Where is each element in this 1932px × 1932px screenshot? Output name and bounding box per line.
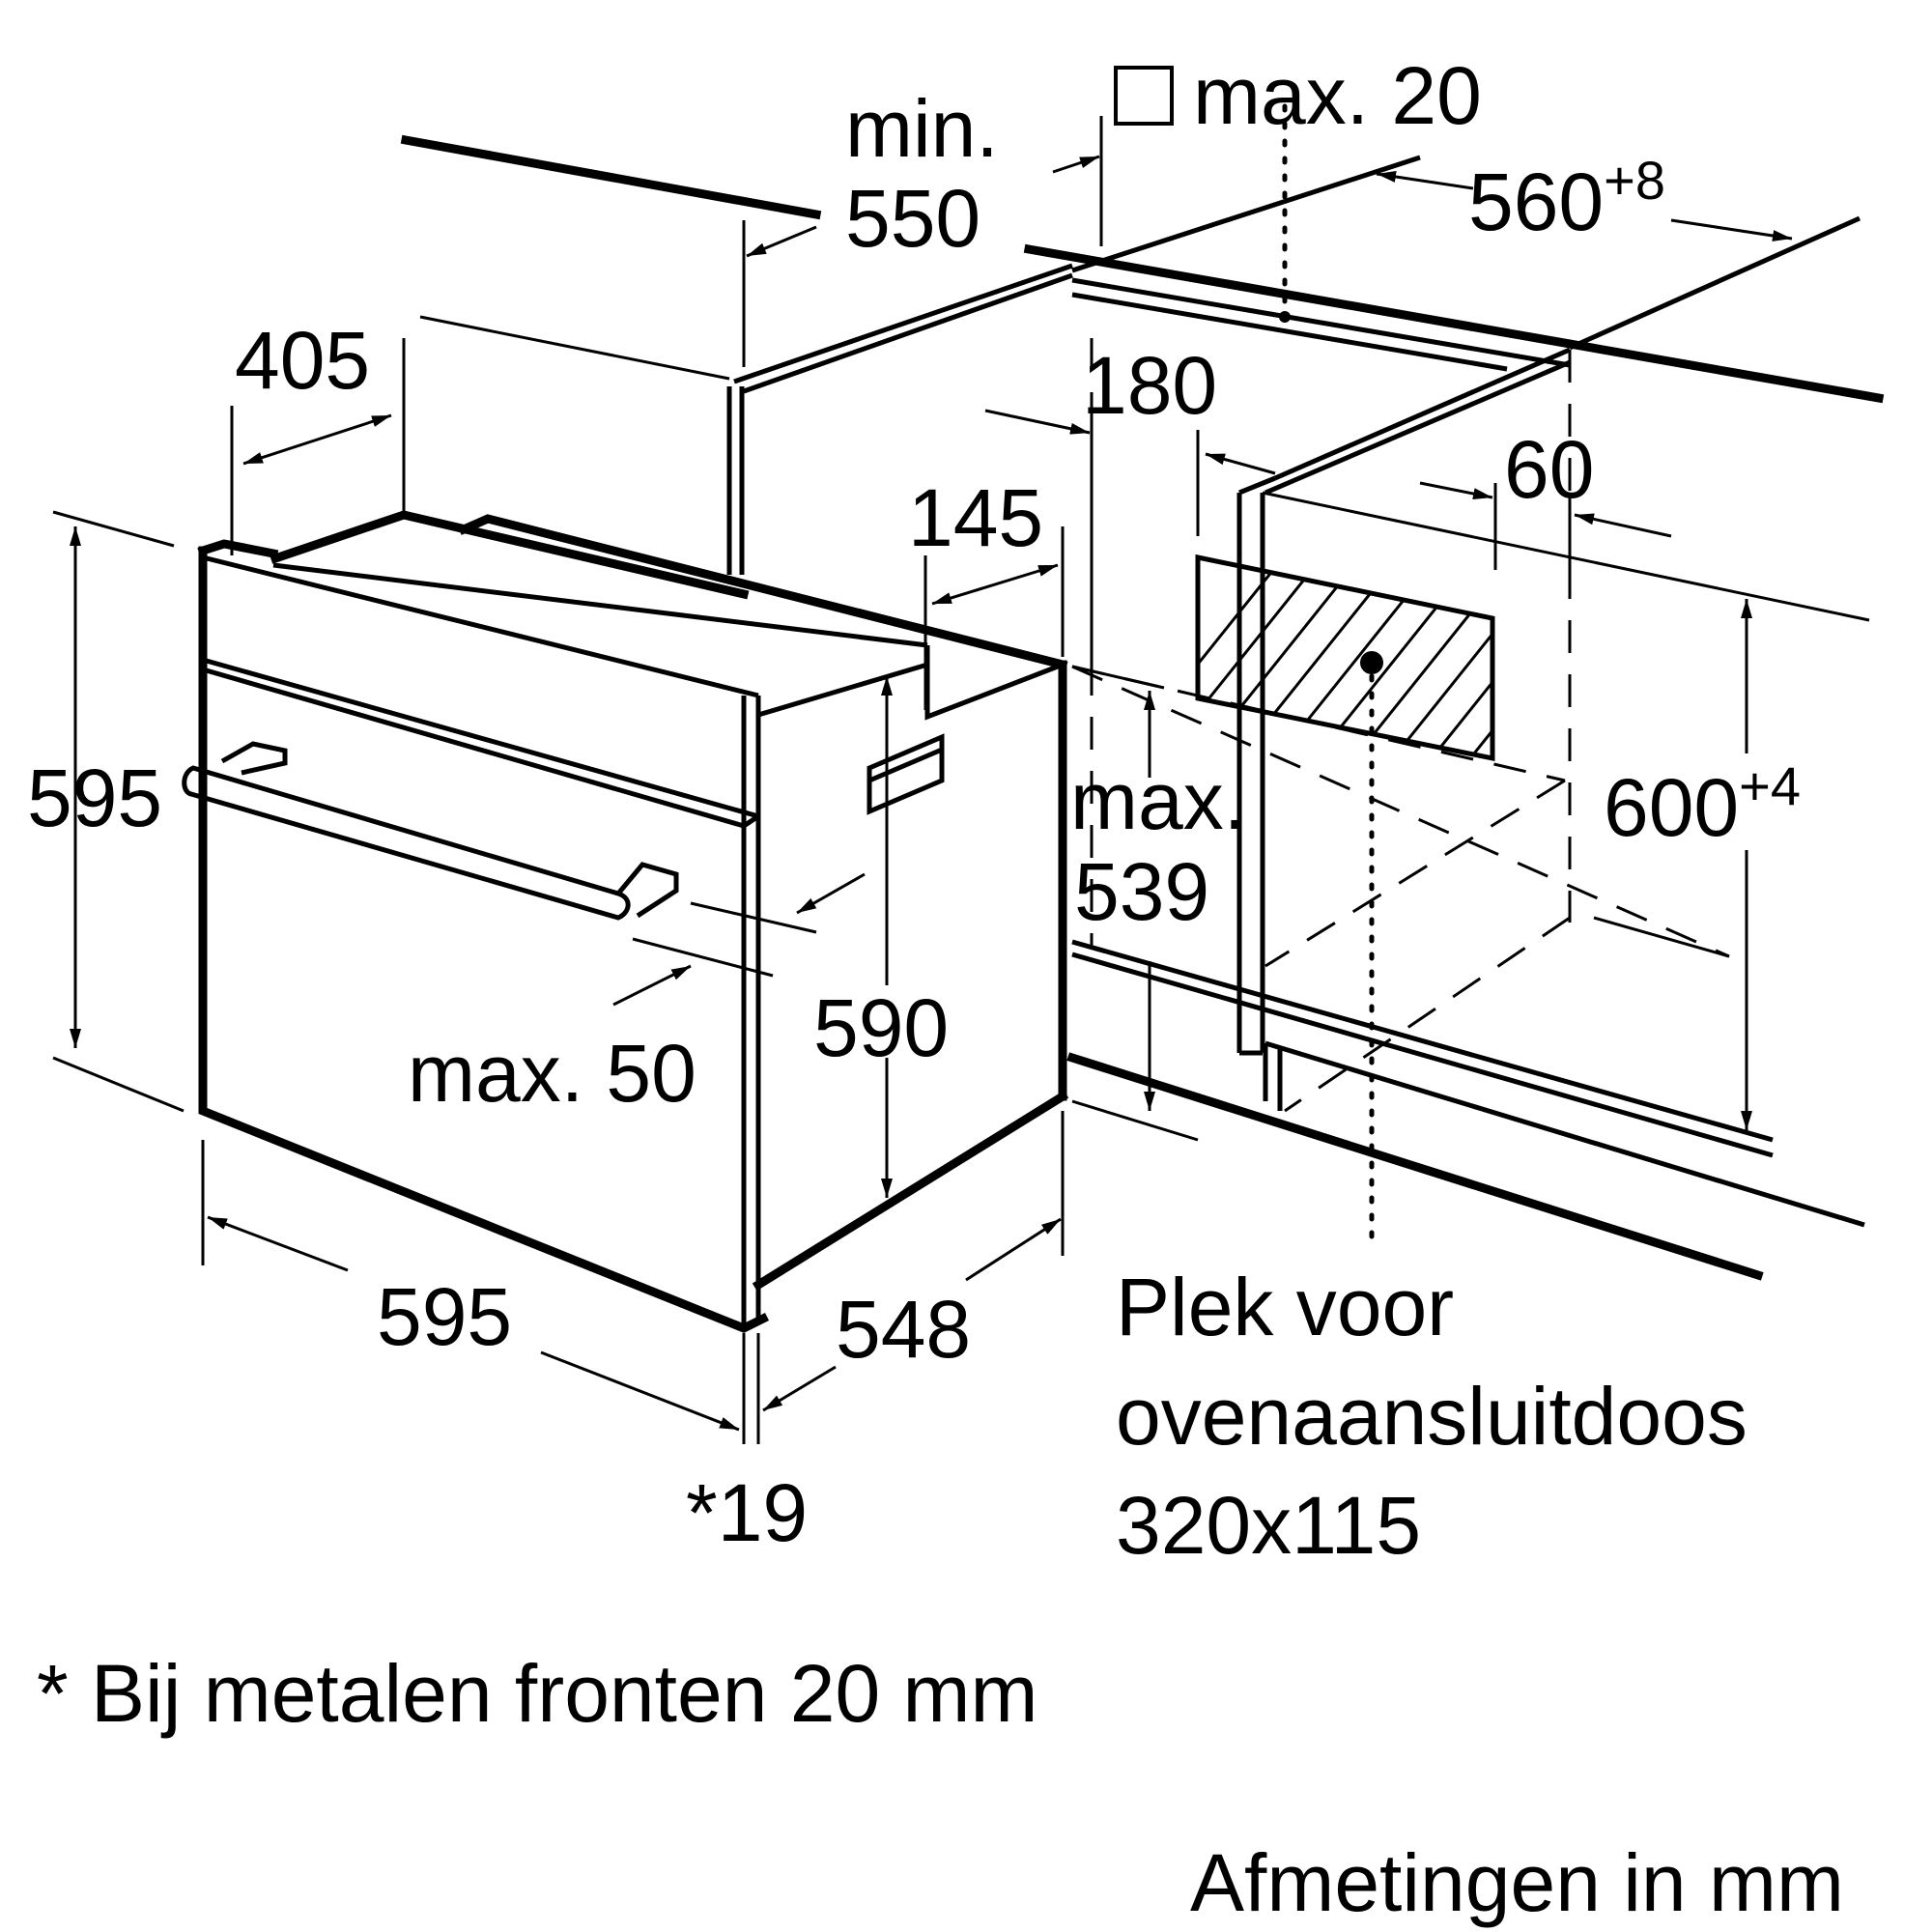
socket-note-line2: ovenaansluitdoos <box>1116 1371 1747 1462</box>
label-max-50: max. 50 <box>408 1028 696 1119</box>
extension-lines <box>52 116 1730 1444</box>
footnote: * Bij metalen fronten 20 mm <box>37 1648 1037 1739</box>
cabinet-niche <box>1023 155 1885 1281</box>
socket-note-line3: 320x115 <box>1116 1480 1421 1571</box>
label-180: 180 <box>1082 340 1217 431</box>
socket-box-hatched <box>1195 554 1495 762</box>
label-539: 539 <box>1074 846 1209 937</box>
label-145: 145 <box>908 472 1043 563</box>
label-595-height: 595 <box>27 753 162 843</box>
label-min: min. <box>845 83 999 174</box>
dimension-arrows <box>70 155 1793 1432</box>
label-560: 560+8 <box>1468 150 1665 247</box>
label-595-width: 595 <box>377 1271 512 1362</box>
square-symbol <box>1114 66 1174 126</box>
label-19: *19 <box>686 1467 808 1558</box>
label-max-20: max. 20 <box>1193 50 1482 141</box>
label-60: 60 <box>1504 424 1594 515</box>
left-cabinet-wall <box>400 134 1073 575</box>
socket-note-line1: Plek voor <box>1116 1262 1454 1352</box>
label-min-550: 550 <box>845 173 980 264</box>
units-caption: Afmetingen in mm <box>1190 1837 1844 1928</box>
label-590: 590 <box>813 982 949 1073</box>
label-max: max. <box>1070 755 1246 846</box>
label-548: 548 <box>836 1284 971 1375</box>
oven-body <box>182 510 1069 1333</box>
label-600: 600+4 <box>1604 755 1801 853</box>
dimension-labels: min. 550 max. 20 560+8 405 180 60 145 59… <box>27 50 1844 1928</box>
label-405: 405 <box>235 315 370 406</box>
